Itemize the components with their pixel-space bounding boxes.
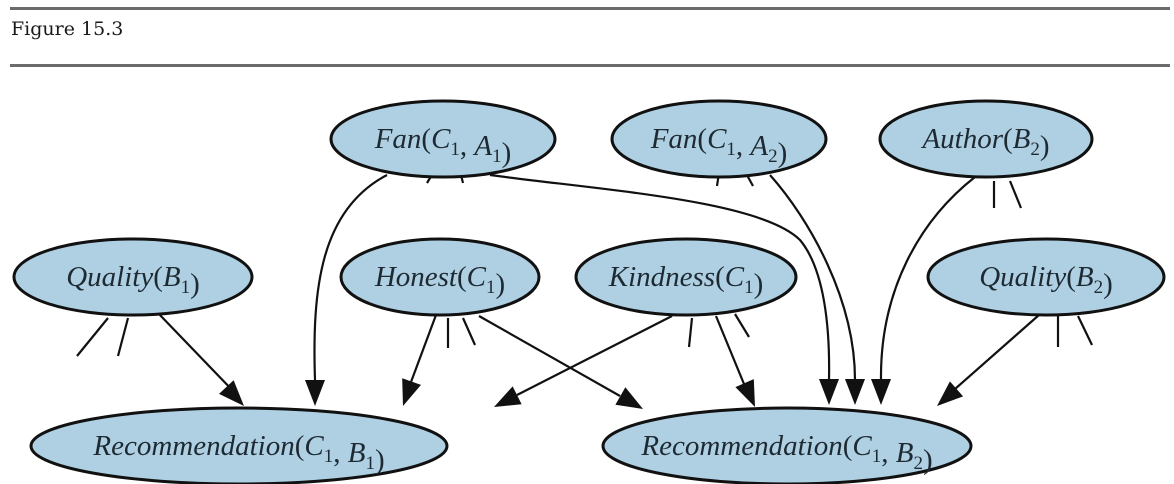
truncated-edge-stub [687, 317, 694, 348]
arrowhead [402, 378, 421, 406]
edge-honest_c1-to-rec_c1_b1 [402, 314, 438, 406]
edge-line [879, 176, 976, 381]
arrowhead [494, 386, 522, 407]
node-ellipse [601, 406, 973, 484]
node-label: Honest(C1) [374, 261, 505, 300]
arrowhead [845, 379, 865, 405]
node-ellipse [574, 237, 798, 317]
edge-kindness_c1-to-rec_c1_b2 [714, 315, 755, 407]
arrowhead [937, 381, 964, 406]
truncated-edge-stub [76, 317, 109, 357]
edge-line [489, 173, 831, 381]
truncated-edge-stub [461, 317, 477, 346]
node-label: Recommendation(C1, B2) [640, 430, 932, 476]
edge-honest_c1-to-rec_c1_b2 [478, 315, 643, 409]
node-fan-c1-a2: Fan(C1, A2) [610, 99, 828, 179]
node-quality-b1: Quality(B1) [12, 237, 254, 317]
edge-line [313, 174, 388, 381]
node-ellipse [29, 406, 449, 484]
node-ellipse [610, 99, 828, 179]
edge-line [409, 314, 438, 383]
edge-line [516, 315, 673, 396]
edge-line [954, 314, 1040, 390]
node-label: Fan(C1, A1) [374, 123, 512, 169]
truncated-edge-stub [1077, 315, 1093, 346]
node-ellipse [926, 237, 1166, 317]
figure-caption: Figure 15.3 [11, 18, 124, 40]
node-quality-b2: Quality(B2) [926, 237, 1166, 317]
edge-line [769, 174, 857, 381]
node-label: Author(B2) [920, 123, 1049, 162]
truncated-edge-stub [1008, 180, 1023, 209]
arrowhead [305, 380, 325, 406]
arrowhead [819, 379, 839, 405]
node-author-b2: Author(B2) [878, 99, 1094, 179]
edge-fan_c1_a2-to-rec_c1_b2 [769, 174, 865, 405]
truncated-edge-stub [734, 313, 750, 338]
node-ellipse [878, 99, 1094, 179]
arrowhead [871, 379, 891, 405]
node-ellipse [329, 99, 557, 179]
edge-line [714, 315, 746, 385]
node-honest-c1: Honest(C1) [339, 237, 541, 317]
top-rule [10, 7, 1170, 10]
edge-line [157, 312, 237, 395]
arrowhead [219, 380, 244, 406]
node-label: Kindness(C1) [608, 261, 764, 300]
node-fan-c1-a1: Fan(C1, A1) [329, 99, 557, 179]
bottom-rule [10, 64, 1170, 67]
edge-fan_c1_a1-to-rec_c1_b1 [305, 174, 388, 406]
node-label: Quality(B2) [979, 261, 1113, 300]
edge-fan_c1_a1-to-rec_c1_b2 [489, 173, 839, 405]
arrowhead [615, 387, 643, 409]
truncated-edge-stub [116, 317, 130, 357]
node-kindness-c1: Kindness(C1) [574, 237, 798, 317]
node-label: Recommendation(C1, B1) [92, 430, 384, 476]
node-label: Quality(B1) [66, 261, 200, 300]
nodes-layer: Fan(C1, A1) Fan(C1, A2) Author(B2) Quality(… [12, 99, 1166, 484]
arrowhead [735, 379, 755, 407]
node-ellipse [339, 237, 541, 317]
node-rec-c1-b1: Recommendation(C1, B1) [29, 406, 449, 484]
edge-line [478, 315, 621, 397]
node-ellipse [12, 237, 254, 317]
edge-quality_b2-to-rec_c1_b2 [937, 314, 1040, 406]
edge-author_b2-to-rec_c1_b2 [871, 176, 976, 405]
node-rec-c1-b2: Recommendation(C1, B2) [601, 406, 973, 484]
node-label: Fan(C1, A2) [650, 123, 788, 169]
edge-kindness_c1-to-rec_c1_b1 [494, 315, 673, 407]
edges-layer [157, 173, 1040, 409]
edge-quality_b1-to-rec_c1_b1 [157, 312, 244, 406]
